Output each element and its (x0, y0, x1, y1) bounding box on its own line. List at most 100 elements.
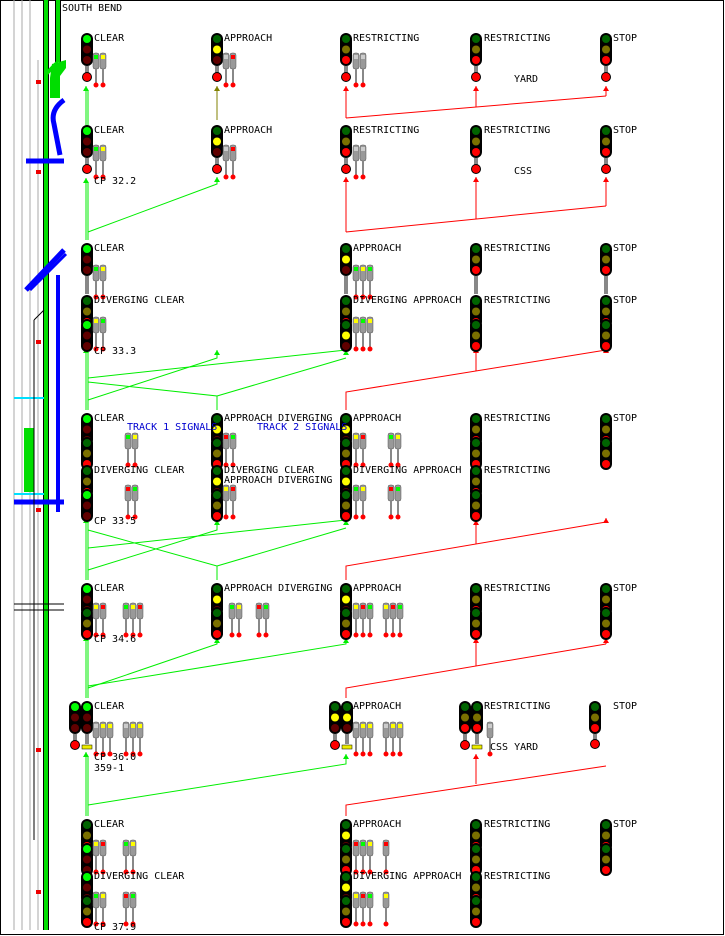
arrow-head (214, 638, 220, 643)
signal-marker (36, 80, 41, 84)
dwarf-mast (139, 619, 141, 633)
dwarf-mast (369, 281, 371, 295)
signal-lamp (472, 297, 480, 305)
dwarf-mast (102, 161, 104, 175)
aspect-label: RESTRICTING (484, 295, 550, 306)
dwarf-base (353, 921, 359, 927)
dwarf-base (107, 751, 113, 757)
signal-base-lamp (342, 165, 350, 173)
signal-lamp (461, 703, 469, 711)
dwarf-lamp (237, 605, 241, 609)
dwarf-mast (385, 908, 387, 922)
signal-lamp (472, 45, 480, 54)
dwarf-base (123, 751, 129, 757)
dwarf-base (353, 462, 359, 468)
signal-lamp (602, 439, 610, 447)
signal-lamp (472, 585, 480, 593)
arrow-head (473, 754, 479, 759)
signal-mast (474, 66, 478, 75)
signal-lamp (602, 845, 610, 853)
dwarf-mast (369, 856, 371, 870)
dwarf-mast (355, 908, 357, 922)
signal-lamp (213, 585, 221, 593)
dwarf-base (123, 632, 129, 638)
blue-crossing-3 (28, 252, 68, 292)
track-map (13, 0, 68, 930)
signal-lamp (602, 127, 610, 135)
dwarf-base (360, 174, 366, 180)
dwarf-lamp (361, 487, 365, 491)
signal-mast (215, 158, 219, 167)
signal-lamp (83, 245, 91, 253)
dwarf-mast (132, 856, 134, 870)
dwarf-lamp (94, 267, 98, 271)
aspect-label: DIVERGING APPROACH (353, 465, 461, 476)
signal-lamp (83, 127, 91, 135)
signal-lamp (472, 266, 480, 274)
signal-lamp (602, 342, 610, 350)
dwarf-lamp (101, 842, 105, 846)
aspect-label: RESTRICTING (484, 701, 550, 712)
aspect-label: CLEAR (94, 819, 125, 830)
signal-lamp (342, 918, 350, 926)
signal-lamp (83, 449, 91, 458)
dwarf-lamp (368, 319, 372, 323)
green-line (216, 527, 347, 567)
track-2-signals-label: TRACK 2 SIGNALS (257, 422, 347, 433)
signal-lamp (342, 821, 350, 829)
signal-lamp (83, 137, 91, 146)
dwarf-mast (399, 619, 401, 633)
signal-lamp (342, 873, 350, 881)
signal-lamp (342, 148, 350, 156)
signal-lamp (472, 307, 480, 316)
signal-base-lamp (472, 73, 480, 81)
signal-lamp (213, 35, 221, 43)
dwarf-mast (95, 856, 97, 870)
signal-lamp (472, 897, 480, 905)
signal-lamp (602, 331, 610, 340)
signal-lamp (83, 331, 91, 340)
red-line (345, 765, 607, 816)
dwarf-lamp (224, 487, 228, 491)
dwarf-base (487, 751, 493, 757)
aspect-label: STOP (613, 819, 637, 830)
dwarf-base (229, 632, 235, 638)
dwarf-mast (95, 281, 97, 295)
control-point-label: CP 33.3 (94, 346, 136, 357)
dwarf-lamp (108, 724, 112, 728)
dwarf-lamp (361, 842, 365, 846)
yard-note: YARD (514, 74, 538, 85)
dwarf-lamp (124, 605, 128, 609)
aspect-label: STOP (613, 295, 637, 306)
signal-lamp (83, 425, 91, 434)
signal-lamp (342, 630, 350, 638)
dwarf-lamp (354, 724, 358, 728)
signal-lamp (342, 491, 350, 499)
aspect-label: APPROACH (353, 243, 401, 254)
dwarf-mast (385, 619, 387, 633)
dwarf-base (93, 751, 99, 757)
signal-lamp (83, 467, 91, 475)
signal-mast (344, 158, 348, 167)
dwarf-base (100, 346, 106, 352)
dwarf-mast (125, 856, 127, 870)
dwarf-base (388, 514, 394, 520)
dwarf-base (93, 921, 99, 927)
signal-mast (85, 276, 89, 294)
control-point-label: CP 34.6 (94, 634, 136, 645)
dwarf-base (93, 346, 99, 352)
dwarf-mast (125, 738, 127, 752)
dwarf-lamp (94, 724, 98, 728)
red-line (345, 521, 607, 580)
aspect-label: STOP (613, 33, 637, 44)
dwarf-mast (231, 619, 233, 633)
green-arrow (87, 349, 347, 379)
dwarf-base (367, 921, 373, 927)
signal-lamp (83, 619, 91, 628)
signal-base-lamp (71, 741, 79, 749)
signal-lamp (342, 297, 350, 305)
dwarf-mast (355, 161, 357, 175)
dwarf-mast (362, 281, 364, 295)
signal-lamp (83, 821, 91, 829)
